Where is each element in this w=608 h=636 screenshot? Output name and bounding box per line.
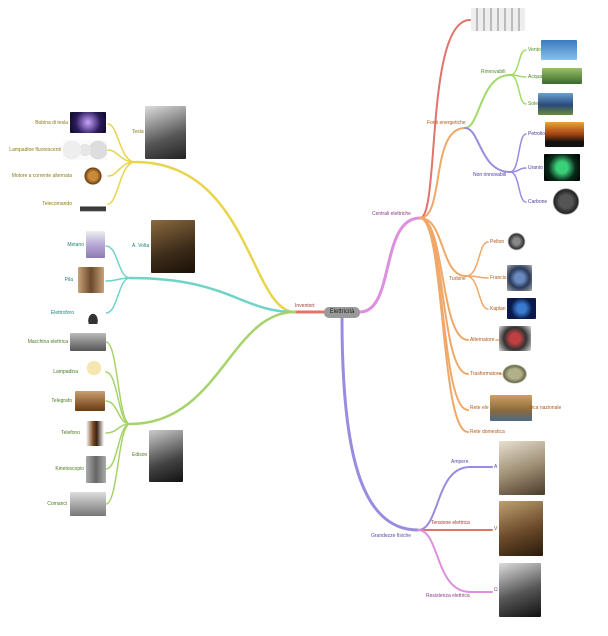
edison-portrait: [149, 430, 183, 482]
edison-item-telefono[interactable]: Telefono: [61, 430, 80, 436]
rinnovabili-item-vento[interactable]: Vento: [528, 47, 541, 53]
node-rete-right[interactable]: trica nazionale: [529, 405, 562, 411]
elettroforo-image: [80, 302, 106, 324]
volta-unit-portrait: [499, 501, 543, 556]
turbine-item-pelton[interactable]: Pelton: [490, 239, 505, 245]
edison-item-kinetoscopio[interactable]: Kinetoscopio: [55, 466, 84, 472]
comanci-image: [70, 492, 106, 516]
connector-tesla: [133, 160, 297, 314]
macchina-image: [70, 333, 106, 351]
francis-image: [507, 265, 532, 291]
node-edison[interactable]: Edison: [132, 452, 148, 458]
node-turbine[interactable]: Turbine: [449, 276, 466, 282]
telecomando-image: [80, 200, 106, 214]
root-node[interactable]: Elettricità: [324, 307, 360, 318]
grandezze-unit-resistenza: Ω: [494, 587, 498, 593]
tesla-item-motore[interactable]: Motore a corrente alternata: [11, 173, 72, 179]
kaplan-image: [507, 298, 536, 319]
grandezze-unit-tensione: V: [494, 526, 498, 532]
edison-item-macchina[interactable]: Macchina elettrica: [27, 339, 68, 345]
volta-item-pila[interactable]: Pila: [64, 277, 73, 283]
tesla-item-bobina[interactable]: Bobina di tesla: [35, 120, 68, 126]
grandezze-unit-ampere: A: [494, 464, 498, 470]
node-tesla[interactable]: Tesla: [132, 129, 144, 135]
ohm-portrait: [499, 563, 541, 617]
tesla-item-telecomando[interactable]: Telecomando: [42, 201, 72, 207]
tesla-item-lampadine[interactable]: Lampadine fluorescenti: [9, 147, 61, 153]
telegrafo-image: [75, 391, 105, 411]
edison-item-telegrafo[interactable]: Telegrafo: [51, 398, 72, 404]
node-trasformatore[interactable]: Trasformatore: [470, 371, 502, 377]
node-rinnovabili[interactable]: Rinnovabili: [481, 69, 506, 75]
non-rinnovabili-item-carbone[interactable]: Carbone: [528, 199, 548, 205]
lampadina-image: [85, 359, 103, 385]
telefono-image: [86, 421, 104, 446]
node-rete-domestica[interactable]: Rete domestica: [470, 429, 505, 435]
volta-portrait: [151, 220, 195, 273]
edison-item-lampadina[interactable]: Lampadina: [53, 369, 78, 375]
connector-grandezze: [340, 316, 420, 532]
node-volta[interactable]: A. Volta: [132, 243, 150, 249]
petrolio-image: [545, 122, 584, 147]
metano-image: [86, 231, 105, 258]
node-grandezze[interactable]: Grandezze fisiche: [371, 533, 412, 539]
connector-volta: [128, 276, 297, 314]
pila-image: [78, 267, 104, 293]
sole-image: [538, 93, 573, 115]
turbine-item-francis[interactable]: Francis: [490, 275, 507, 281]
alternatore-image: [499, 326, 531, 351]
rinnovabili-item-sole[interactable]: Sole: [528, 101, 539, 107]
grandezze-item-resistenza[interactable]: Resistenza elettrica: [426, 593, 470, 599]
lampadine-image: [63, 140, 107, 160]
pelton-image: [507, 228, 526, 255]
centrale-diagram-image: [471, 8, 525, 31]
non-rinnovabili-item-uranio[interactable]: Uranio: [528, 165, 543, 171]
edison-item-comanci[interactable]: Comanci: [47, 501, 67, 507]
grandezze-item-tensione[interactable]: Tensione elettrica: [431, 520, 470, 526]
connector-centrali: [358, 216, 422, 314]
non-rinnovabili-item-petrolio[interactable]: Petrolio: [528, 131, 545, 137]
ampere-portrait: [499, 441, 545, 495]
volta-item-elettroforo[interactable]: Elettroforo: [50, 310, 74, 316]
node-inventori[interactable]: Inventori:: [295, 303, 316, 309]
node-fonti[interactable]: Fonti energetiche: [427, 120, 466, 126]
carbone-image: [549, 188, 583, 215]
node-non-rinnovabili[interactable]: Non rinnovabili: [473, 172, 507, 178]
kinetoscopio-image: [86, 456, 106, 483]
node-rete-left[interactable]: Rete ele: [470, 405, 489, 411]
bobina-image: [70, 112, 106, 133]
vento-image: [541, 40, 577, 60]
tesla-portrait: [145, 106, 186, 159]
uranio-image: [544, 154, 580, 181]
node-alternatore[interactable]: Alternatore: [470, 337, 495, 343]
volta-item-metano[interactable]: Metano: [67, 242, 84, 248]
rete-image: [490, 395, 532, 421]
grandezze-item-ampere[interactable]: Ampere: [451, 459, 469, 465]
rinnovabili-item-acqua[interactable]: Acqua: [528, 74, 543, 80]
node-centrali[interactable]: Centrali elettriche: [372, 211, 411, 217]
turbine-item-kaplan[interactable]: Kaplan: [490, 306, 506, 312]
motore-image: [82, 166, 104, 186]
acqua-image: [542, 68, 582, 84]
trasformatore-image: [502, 362, 530, 386]
connector-edison: [128, 310, 297, 426]
